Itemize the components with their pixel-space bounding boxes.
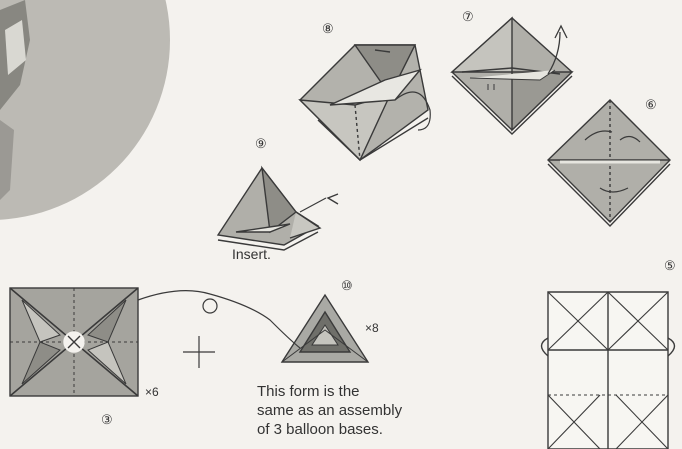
step-6-figure [548,100,670,226]
insert-label: Insert. [232,246,271,262]
step-10-figure [282,295,368,362]
plus-sign [183,336,215,368]
step-number-6: ⑥ [645,97,657,113]
step-number-10: ⑩ [341,278,353,294]
step-3-figure [10,288,138,396]
caption-line-3: of 3 balloon bases. [257,420,487,439]
step-7-figure [452,18,572,134]
model-photo [0,0,170,220]
step-number-7: ⑦ [462,9,474,25]
step-8-figure [300,45,430,160]
multiplier-8: ×8 [365,321,379,335]
step-number-9: ⑨ [255,136,267,152]
step-5-figure [542,292,675,449]
step-number-8: ⑧ [322,21,334,37]
connector-line [138,291,300,348]
multiplier-6: ×6 [145,385,159,399]
step-number-3: ③ [101,412,113,428]
step-9-figure [218,168,338,250]
step-number-5: ⑤ [664,258,676,274]
caption-line-2: same as an assembly [257,401,487,420]
caption: This form is the same as an assembly of … [257,382,487,439]
caption-line-1: This form is the [257,382,487,401]
